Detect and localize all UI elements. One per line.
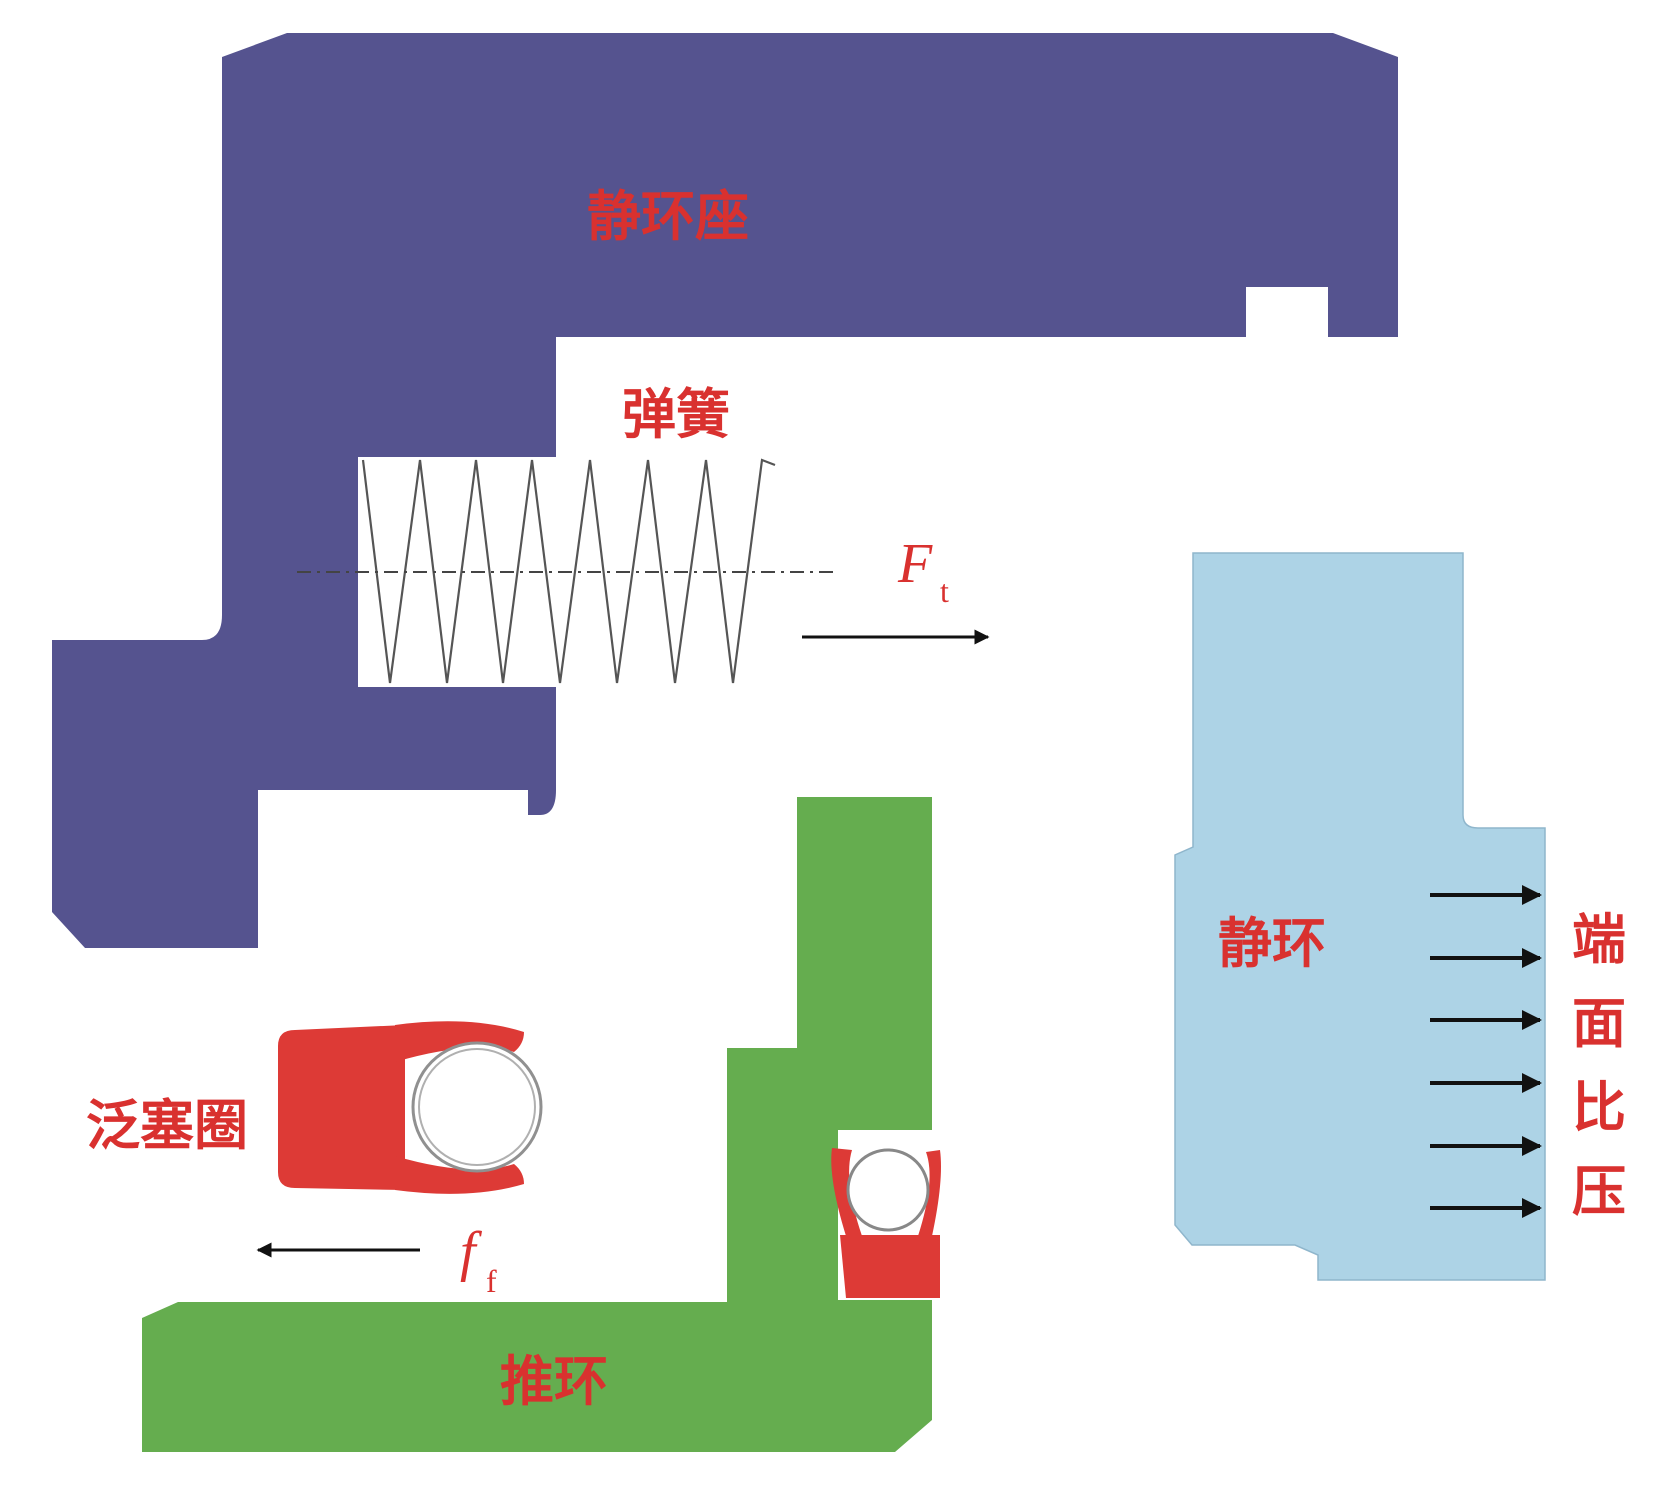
spring-force-label: F t: [897, 533, 949, 609]
push-ring: [142, 797, 932, 1452]
svg-text:比: 比: [1572, 1075, 1626, 1139]
static-ring-seat: [52, 33, 1398, 948]
label-face-pressure: 端 面 比 压: [1572, 907, 1626, 1223]
friction-force-label: f f: [460, 1221, 497, 1299]
seal-ring-detail: [278, 1021, 543, 1194]
label-push-ring: 推环: [500, 1349, 608, 1413]
svg-text:F: F: [897, 533, 933, 595]
label-static-ring: 静环: [1218, 911, 1326, 975]
svg-text:f: f: [460, 1221, 483, 1283]
label-seat: 静环座: [587, 184, 749, 248]
svg-text:f: f: [486, 1263, 497, 1299]
static-ring: [1174, 552, 1546, 1281]
svg-text:面: 面: [1572, 991, 1626, 1055]
seal-ring-installed: [831, 1148, 941, 1298]
label-seal-ring: 泛塞圈: [86, 1093, 248, 1157]
svg-text:t: t: [940, 573, 949, 609]
label-spring: 弹簧: [622, 382, 730, 446]
face-pressure-arrows: [1430, 885, 1542, 1218]
svg-text:压: 压: [1572, 1159, 1626, 1223]
svg-text:端: 端: [1572, 907, 1626, 971]
spring: [297, 458, 838, 684]
